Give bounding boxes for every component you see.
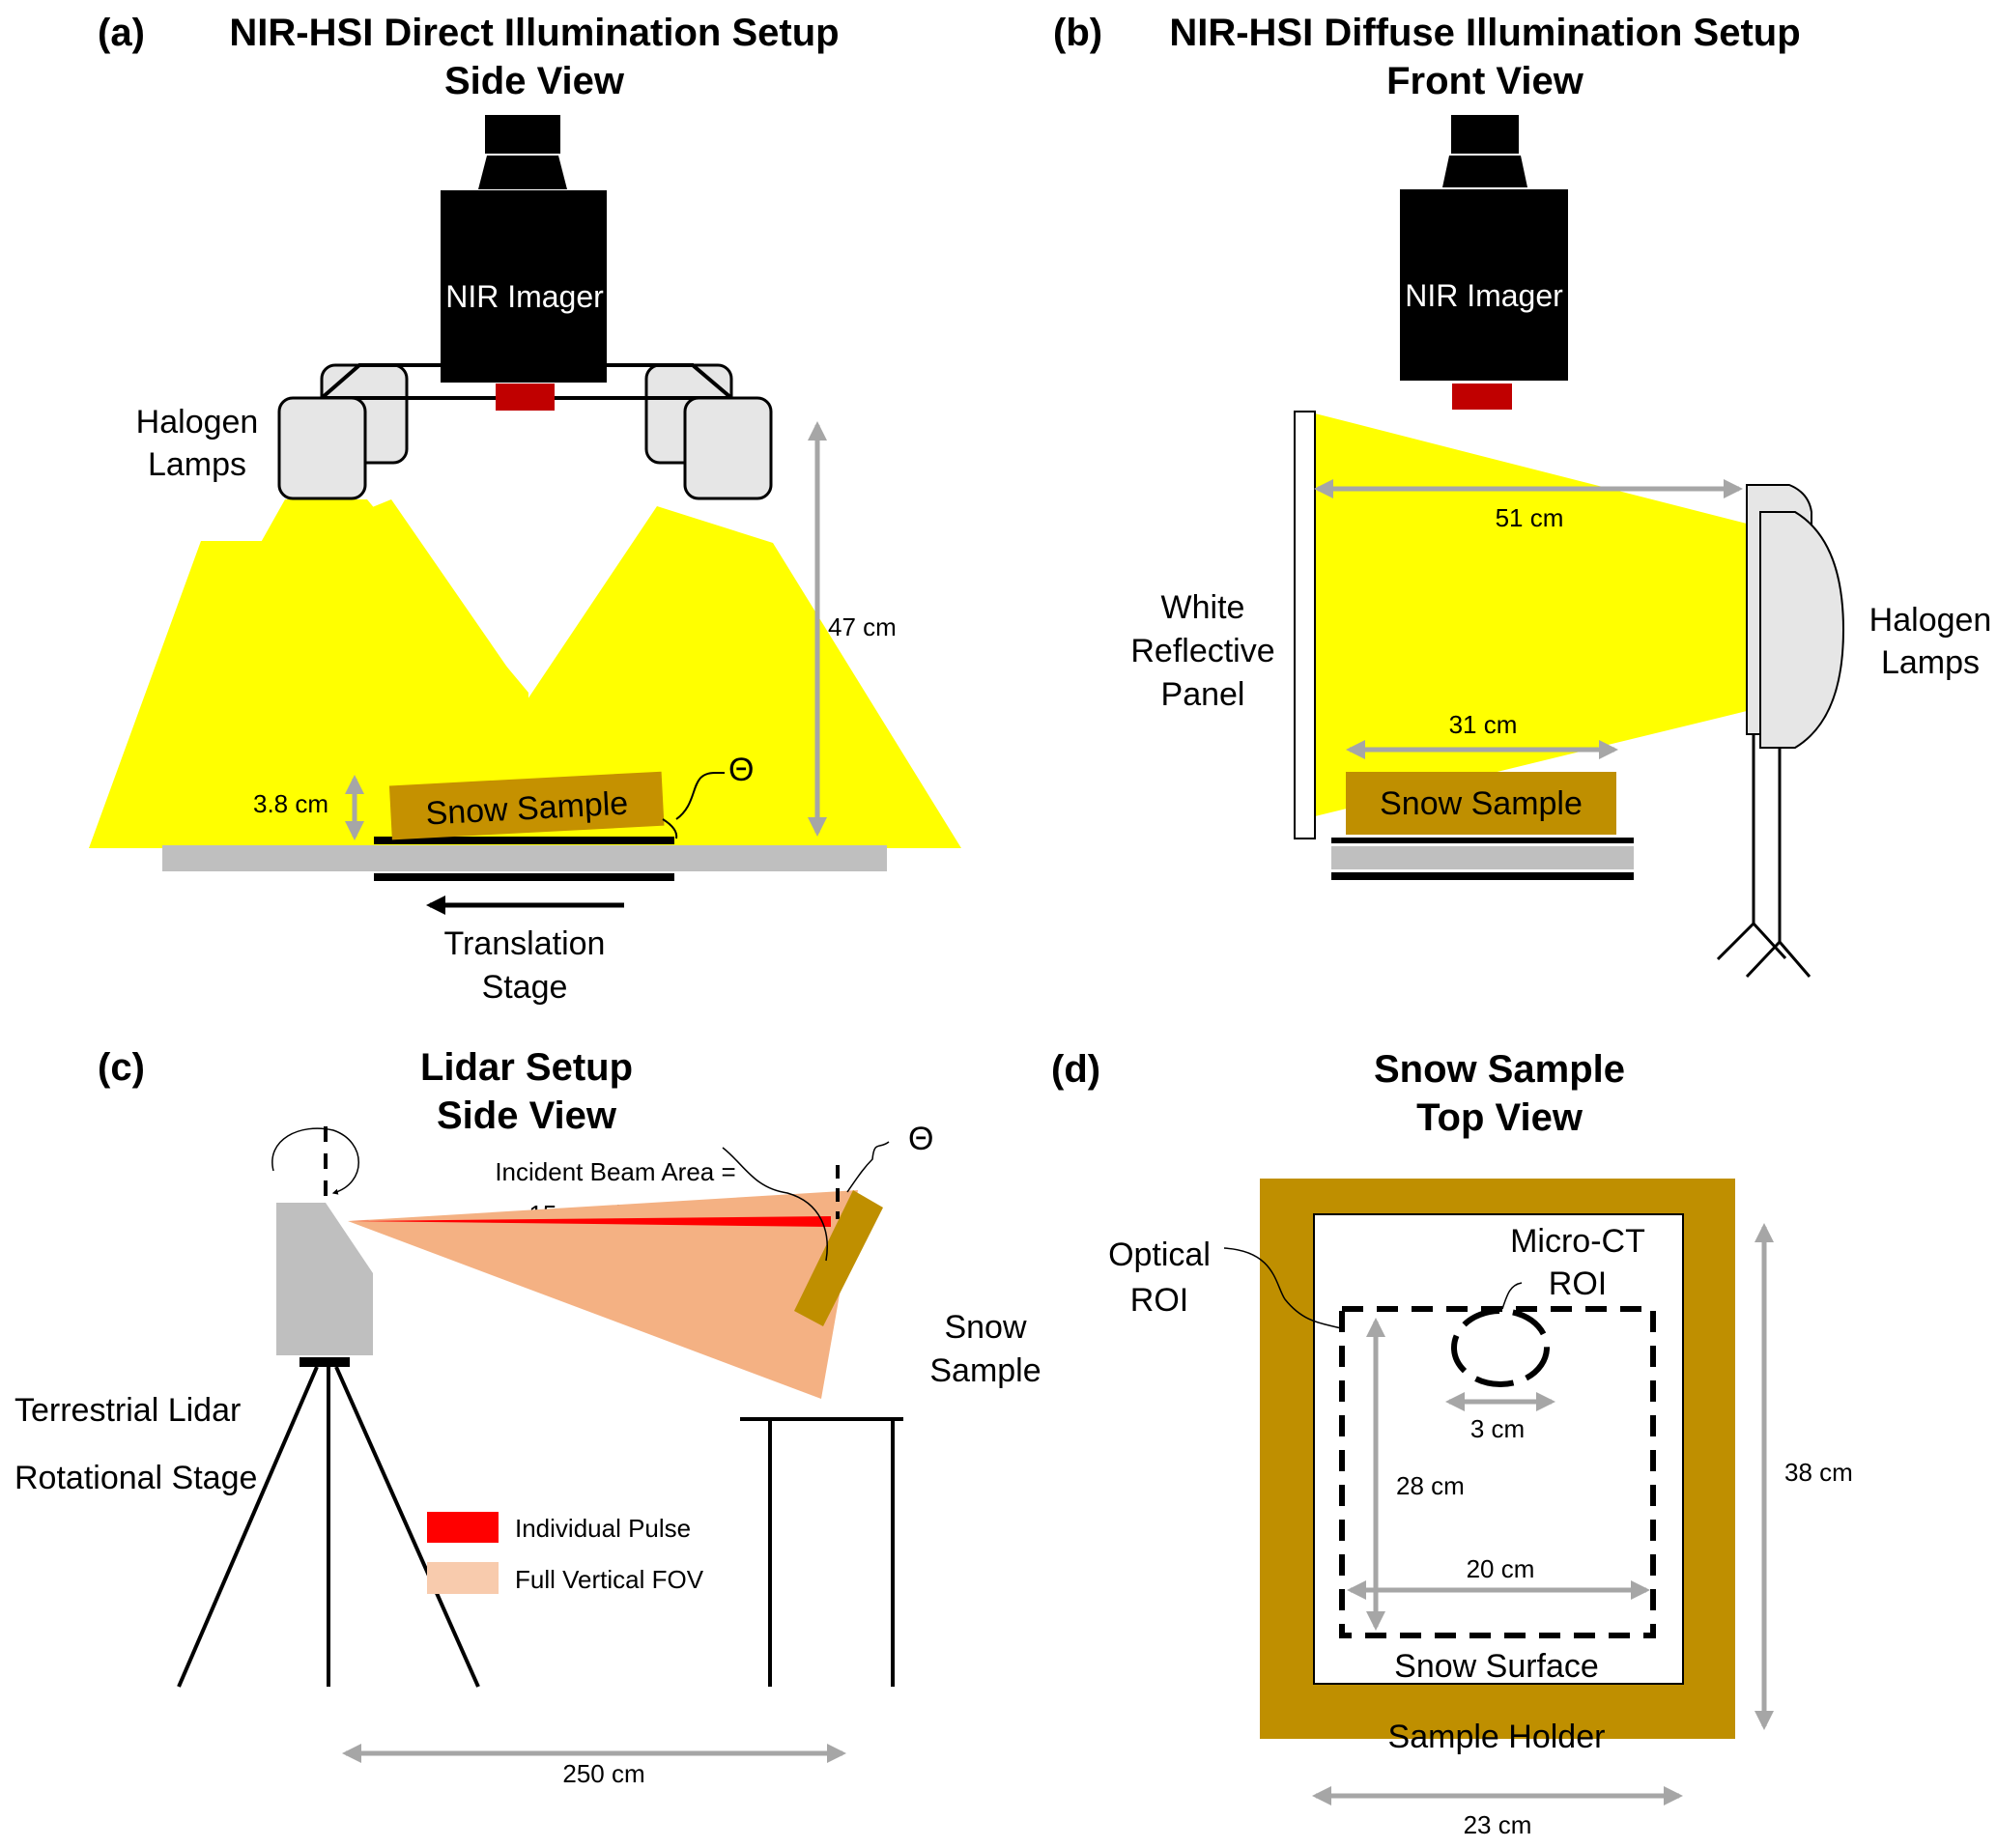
- optical-roi-leader: [1223, 1247, 1342, 1329]
- rotational-stage: [300, 1357, 350, 1367]
- snow-sample-tilted: Snow Sample: [388, 771, 665, 840]
- lamps-label-line2: Lamps: [1881, 644, 1980, 681]
- panel-a-title-line2: Side View: [444, 60, 625, 102]
- individual-pulse: [351, 1216, 831, 1227]
- rotational-stage-label: Rotational Stage: [14, 1460, 257, 1496]
- snow-sample-label: Snow Sample: [1380, 785, 1583, 822]
- lidar-label: Terrestrial Lidar: [14, 1392, 241, 1429]
- snow-sample-tilted: [794, 1190, 883, 1326]
- translation-stage-rail: [162, 845, 887, 871]
- micro-ct-roi: [1451, 1308, 1550, 1387]
- stage-label-line1: Translation: [444, 925, 606, 962]
- angle-symbol: Θ: [728, 752, 754, 788]
- panel-a-tag: (a): [98, 12, 145, 54]
- sample-label-line1: Snow: [944, 1309, 1026, 1346]
- nir-imager-label: NIR Imager: [445, 279, 604, 314]
- panel-d-title-line1: Snow Sample: [1374, 1048, 1625, 1091]
- legend-swatch-pulse: [427, 1512, 499, 1543]
- lamp-mount-frame: [320, 363, 737, 400]
- nir-imager-body: [441, 190, 607, 383]
- legend-swatch-fov: [427, 1562, 499, 1594]
- panel-b-tag: (b): [1053, 12, 1102, 54]
- diffuse-light-wedge: [1315, 413, 1747, 816]
- roi-width-label: 20 cm: [1467, 1554, 1535, 1583]
- holder-width-label: 23 cm: [1464, 1810, 1532, 1839]
- lamps-label-line1: Halogen: [136, 404, 259, 441]
- snow-surface: [1313, 1213, 1684, 1685]
- legend-label-pulse: Individual Pulse: [515, 1514, 691, 1543]
- stage-top-bar: [1331, 838, 1634, 843]
- imager-top-block: [485, 115, 560, 154]
- nir-imager-body: [1400, 189, 1568, 381]
- holder-height-label: 38 cm: [1784, 1458, 1853, 1487]
- full-vertical-fov: [348, 1190, 858, 1399]
- nir-imager-label: NIR Imager: [1405, 278, 1563, 313]
- imager-sensor: [496, 384, 555, 411]
- light-cone-left-main: [89, 499, 529, 848]
- angle-symbol: Θ: [908, 1121, 933, 1157]
- stage-bottom-bar: [1331, 872, 1634, 880]
- stage-carriage-bottom: [374, 873, 674, 881]
- angle-leader: [846, 1141, 890, 1193]
- stage-carriage-top: [374, 837, 674, 844]
- distance-dimension-label: 250 cm: [562, 1759, 644, 1788]
- beam-area-leader: [722, 1147, 828, 1262]
- stage-label-line2: Stage: [482, 969, 568, 1006]
- panel-c-tag: (c): [98, 1046, 145, 1089]
- stage-rail: [1331, 846, 1634, 869]
- table-legs: [768, 1419, 895, 1687]
- panel-d: (d) Snow Sample Top View Optical ROI Mic…: [1051, 1048, 1853, 1839]
- micro-ct-label-line2: ROI: [1549, 1265, 1607, 1302]
- legend: Individual Pulse Full Vertical FOV: [427, 1512, 704, 1594]
- beam-area-line1: Incident Beam Area =: [495, 1157, 735, 1186]
- sample-width-label: 31 cm: [1449, 710, 1518, 739]
- white-reflective-panel: [1294, 411, 1316, 839]
- halogen-lamp-front: [1759, 511, 1845, 749]
- angle-leader: [662, 772, 725, 839]
- imager-lens: [478, 156, 567, 189]
- snow-sample: [1346, 772, 1616, 835]
- roi-height-label: 28 cm: [1396, 1471, 1465, 1500]
- panel-d-title-line2: Top View: [1416, 1096, 1583, 1139]
- distance-dimension-label: 51 cm: [1496, 503, 1564, 532]
- lamps-label-line2: Lamps: [148, 446, 246, 483]
- panel-c-title-line1: Lidar Setup: [420, 1046, 633, 1089]
- panel-label-line1: White: [1161, 589, 1245, 626]
- micro-ct-label-line1: Micro-CT: [1510, 1223, 1645, 1260]
- panel-b-title-line1: NIR-HSI Diffuse Illumination Setup: [1169, 12, 1800, 54]
- optical-roi-label-line2: ROI: [1130, 1282, 1188, 1319]
- snow-surface-label: Snow Surface: [1394, 1648, 1599, 1685]
- panel-a-title-line1: NIR-HSI Direct Illumination Setup: [229, 12, 839, 54]
- lamps-label-line1: Halogen: [1869, 602, 1992, 639]
- panel-b-title-line2: Front View: [1386, 60, 1584, 102]
- rotation-arrow: [271, 1127, 359, 1195]
- imager-lens: [1442, 156, 1527, 187]
- halogen-lamp-left-front: [277, 396, 367, 500]
- panel-b: (b) NIR-HSI Diffuse Illumination Setup F…: [1053, 12, 1992, 979]
- panel-a: (a) NIR-HSI Direct Illumination Setup Si…: [89, 12, 961, 1006]
- micro-ct-dimension-label: 3 cm: [1470, 1414, 1525, 1443]
- panel-d-tag: (d): [1051, 1048, 1100, 1091]
- sample-label-line2: Sample: [929, 1352, 1041, 1389]
- halogen-lamp-right-front: [683, 396, 773, 500]
- panel-c-title-line2: Side View: [437, 1095, 617, 1137]
- light-cone-right: [528, 506, 961, 848]
- height-dimension-label: 47 cm: [828, 612, 897, 641]
- sample-height-label: 3.8 cm: [253, 789, 328, 818]
- terrestrial-lidar: [276, 1203, 373, 1355]
- sample-holder-label: Sample Holder: [1388, 1719, 1606, 1755]
- optical-roi-label-line1: Optical: [1108, 1237, 1211, 1273]
- panel-label-line3: Panel: [1161, 676, 1245, 713]
- lamp-stands: [1716, 734, 1812, 979]
- legend-label-fov: Full Vertical FOV: [515, 1565, 704, 1594]
- micro-ct-leader: [1501, 1282, 1523, 1310]
- imager-top-block: [1451, 115, 1519, 154]
- imager-sensor: [1452, 384, 1512, 410]
- tripod: [177, 1366, 480, 1688]
- panel-c: (c) Lidar Setup Side View Incident Beam …: [14, 1046, 1041, 1788]
- panel-label-line2: Reflective: [1130, 633, 1274, 669]
